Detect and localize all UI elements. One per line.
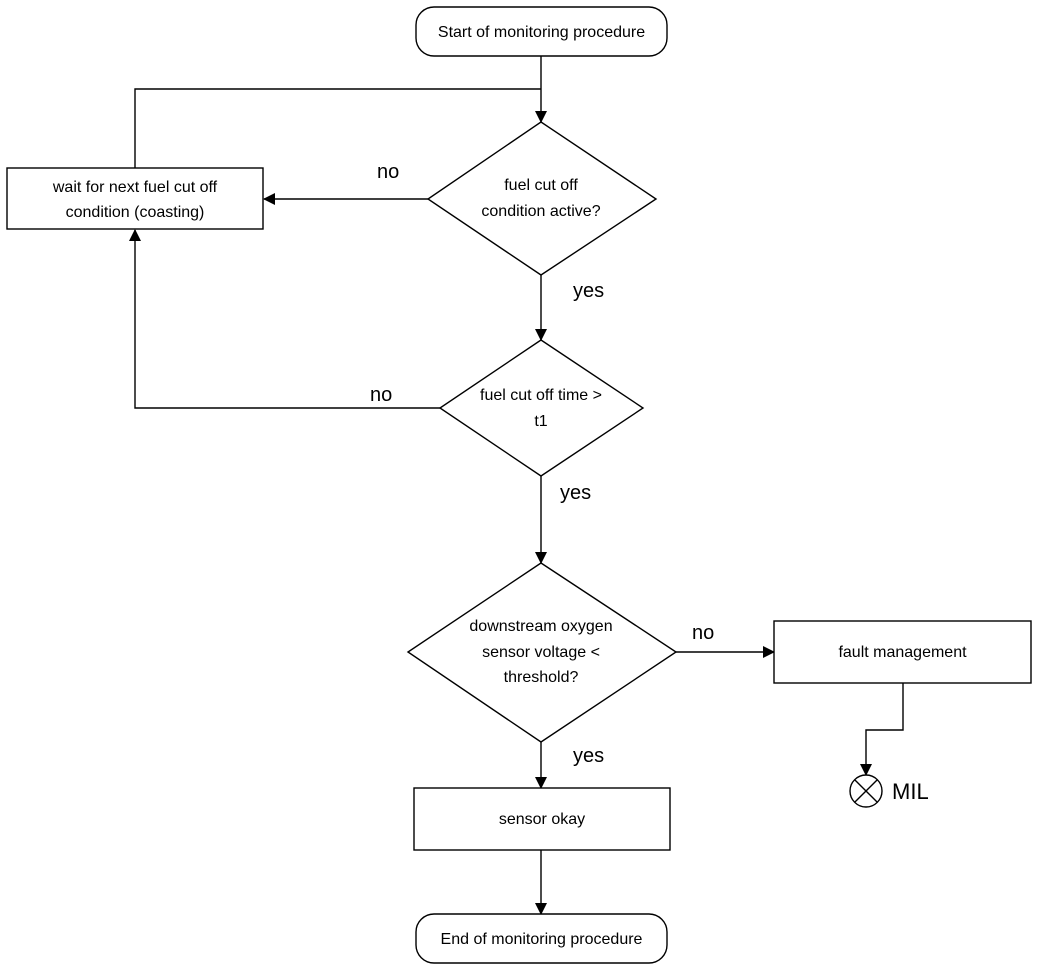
sensor-okay-box: sensor okay — [413, 787, 671, 851]
decision-sensor-voltage: downstream oxygen sensor voltage < thres… — [406, 562, 678, 743]
wait-box: wait for next fuel cut off condition (co… — [6, 167, 264, 230]
wait-label-line2: condition (coasting) — [66, 204, 205, 221]
decision1-label-line1: fuel cut off — [504, 177, 578, 194]
start-terminal: Start of monitoring procedure — [415, 6, 668, 57]
fault-management-box: fault management — [773, 620, 1032, 684]
edge-labels: no yes no yes no yes — [370, 161, 714, 767]
end-terminal: End of monitoring procedure — [415, 913, 668, 964]
end-label: End of monitoring procedure — [441, 931, 643, 948]
decision3-label-line3: threshold? — [504, 669, 579, 686]
decision3-label-line1: downstream oxygen — [469, 618, 612, 635]
mil-indicator: MIL — [849, 774, 929, 808]
okay-label: sensor okay — [499, 811, 585, 828]
connectors — [129, 56, 904, 915]
mil-label: MIL — [892, 779, 929, 804]
decision2-no-label: no — [370, 384, 392, 406]
decision2-label-line1: fuel cut off time > — [480, 387, 602, 404]
circle-cross-lamp-icon — [849, 774, 883, 808]
decision2-yes-label: yes — [560, 482, 591, 504]
decision1-no-label: no — [377, 161, 399, 183]
wait-label-line1: wait for next fuel cut off — [52, 179, 218, 196]
start-label: Start of monitoring procedure — [438, 24, 645, 41]
edge-decision2-no — [129, 229, 440, 409]
fault-label: fault management — [838, 644, 967, 661]
decision-fuel-cut-active: fuel cut off condition active? — [426, 121, 658, 276]
edge-fault-to-mil — [860, 683, 904, 776]
decision1-label-line2: condition active? — [481, 203, 600, 220]
decision3-label-line2: sensor voltage < — [482, 644, 600, 661]
decision1-yes-label: yes — [573, 280, 604, 302]
edge-wait-loop-back — [134, 88, 541, 168]
decision3-yes-label: yes — [573, 745, 604, 767]
decision-fuel-cut-time: fuel cut off time > t1 — [438, 339, 645, 477]
decision3-no-label: no — [692, 622, 714, 644]
decision2-label-line2: t1 — [534, 413, 547, 430]
